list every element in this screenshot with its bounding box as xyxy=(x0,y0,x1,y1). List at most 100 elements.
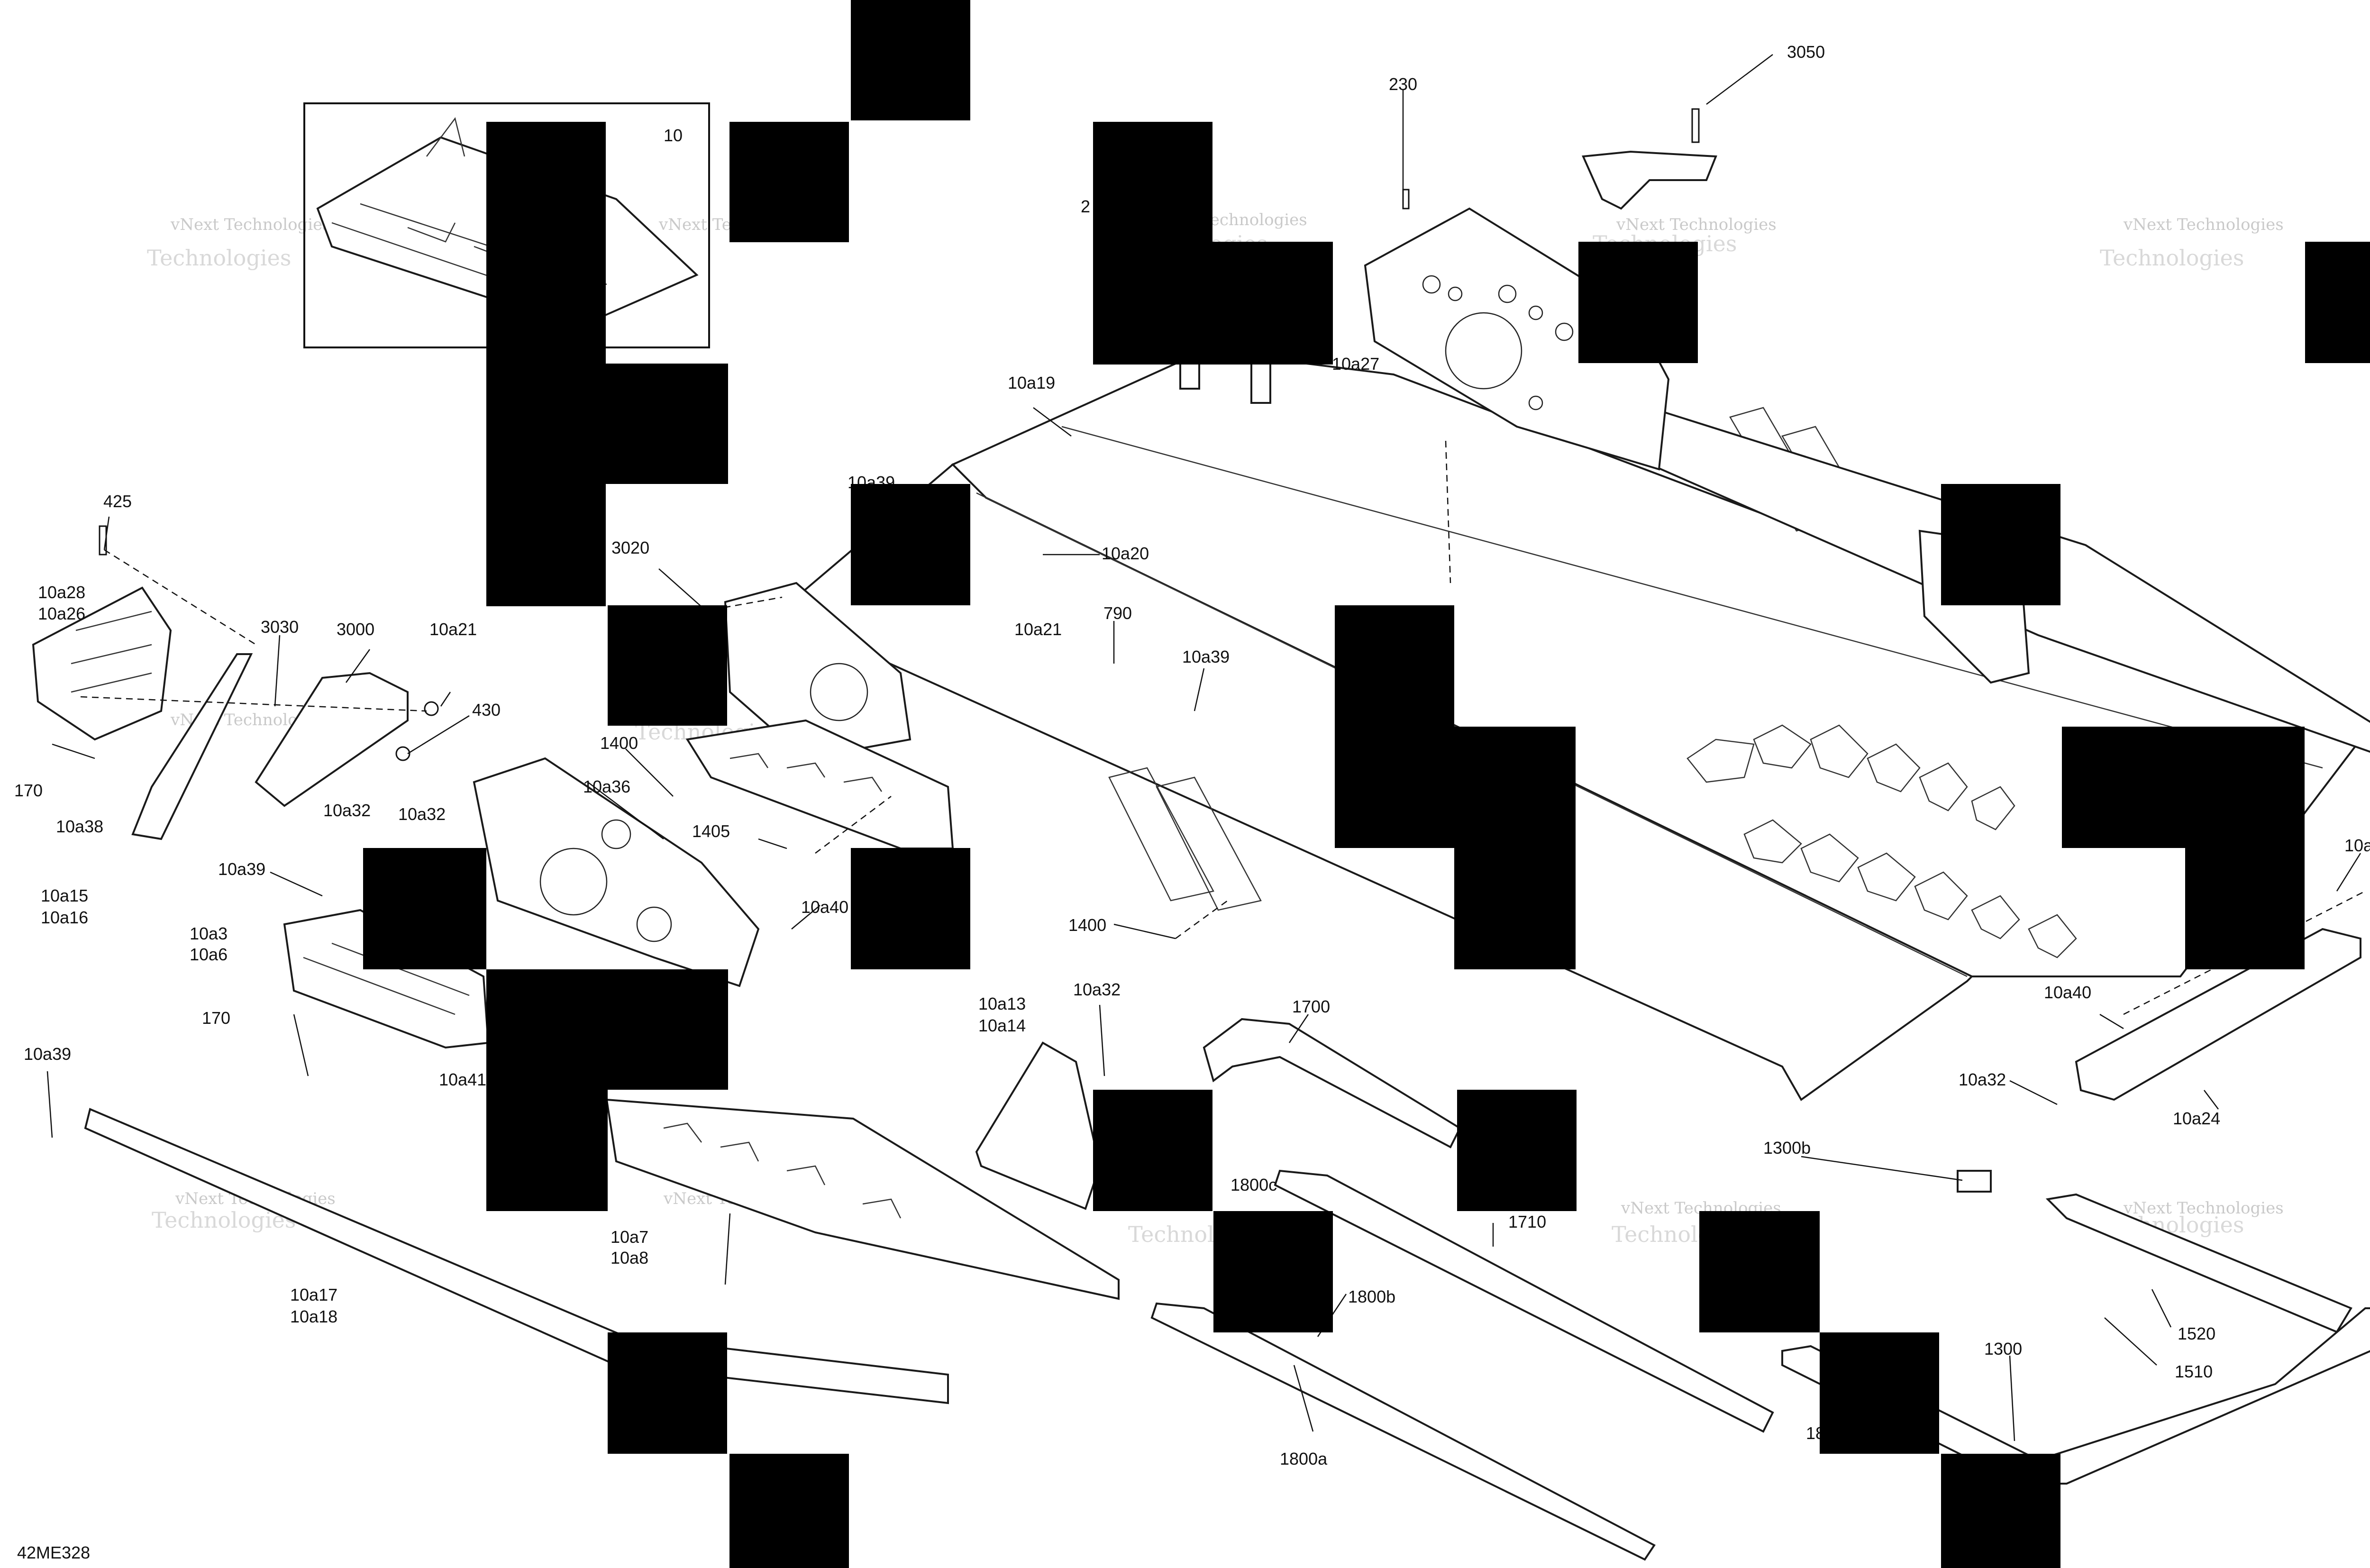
callout-10a6: 10a6 xyxy=(190,945,228,964)
callout-1405: 1405 xyxy=(692,821,730,841)
callout-1700: 1700 xyxy=(1292,997,1330,1016)
front-left-parts xyxy=(32,525,954,1049)
redaction-block xyxy=(1335,605,1454,848)
callout-1400: 1400 xyxy=(600,733,638,753)
clip-1300b xyxy=(1957,1170,1992,1193)
callout-10a7: 10a7 xyxy=(611,1227,648,1247)
callout-10a21: 10a21 xyxy=(1014,620,1062,639)
callout-170: 170 xyxy=(202,1008,230,1028)
callout-10a20: 10a20 xyxy=(1102,544,1149,563)
redaction-blocks xyxy=(363,0,2370,1568)
callout-1510: 1510 xyxy=(2175,1362,2213,1381)
redaction-block xyxy=(851,0,970,120)
step-3000 xyxy=(255,672,409,807)
redaction-block xyxy=(363,848,486,969)
callout-10a27: 10a27 xyxy=(1332,354,1379,374)
watermark-text: vNext Technologies xyxy=(2123,215,2284,234)
callout-10a28: 10a28 xyxy=(38,583,85,602)
redaction-block xyxy=(1578,242,1698,363)
callout-10a16: 10a16 xyxy=(41,908,88,927)
callout-10a18: 10a18 xyxy=(290,1307,337,1326)
callout-10a36: 10a36 xyxy=(583,777,630,796)
rail-1700 xyxy=(1203,1018,1461,1149)
callout-10a41: 10a41 xyxy=(439,1070,486,1089)
watermark-text: Technologies xyxy=(147,245,291,271)
seat-bracket-3050 xyxy=(1582,150,1717,210)
redaction-block xyxy=(851,848,970,969)
callout-425: 425 xyxy=(103,492,132,511)
rear-bumper-10a24 xyxy=(2075,928,2361,1101)
redaction-block xyxy=(486,1090,608,1211)
callout-1300: 1300 xyxy=(1984,1339,2022,1358)
callout-10a39: 10a39 xyxy=(1182,647,1230,666)
tunnel-cutouts xyxy=(1686,724,2077,958)
callout-10a19: 10a19 xyxy=(1008,373,1055,392)
redaction-block xyxy=(608,1332,727,1454)
redaction-block xyxy=(2185,848,2305,969)
callout-1710: 1710 xyxy=(1508,1212,1546,1231)
callout-3000: 3000 xyxy=(337,620,374,639)
callout-1520: 1520 xyxy=(2178,1324,2215,1343)
running-board-10a7 xyxy=(605,1098,1120,1300)
leader-lines xyxy=(46,54,2366,1441)
callout-1800c: 1800c xyxy=(1231,1175,1277,1194)
callout-10a38: 10a38 xyxy=(56,817,103,836)
callout-10a26: 10a26 xyxy=(38,604,85,623)
redaction-block xyxy=(486,969,728,1090)
callout-10a32: 10a32 xyxy=(323,801,371,820)
redaction-block xyxy=(729,1454,849,1568)
bumper-arm xyxy=(2045,1193,2352,1333)
footrest-10a28 xyxy=(32,586,172,741)
callout-1400: 1400 xyxy=(1068,915,1106,935)
callout-10a14: 10a14 xyxy=(978,1016,1026,1035)
callout-3050: 3050 xyxy=(1787,42,1825,62)
redaction-block xyxy=(1212,242,1333,365)
redaction-block xyxy=(1941,484,2060,605)
redaction-block xyxy=(2062,727,2305,848)
redaction-block xyxy=(1093,1090,1212,1211)
callout-230: 230 xyxy=(1389,74,1417,94)
callout-3030: 3030 xyxy=(261,617,299,637)
brace-10a15 xyxy=(131,653,253,840)
redaction-block xyxy=(1941,1454,2060,1568)
rail-1800a xyxy=(1150,1302,1656,1561)
watermark-text: vNext Technologies xyxy=(2123,1199,2284,1218)
watermark-text: Technologies xyxy=(2100,245,2244,271)
callout-3020: 3020 xyxy=(611,538,649,557)
callout-inset: 10 xyxy=(664,126,683,145)
callout-10a40: 10a40 xyxy=(2044,983,2091,1002)
callout-430: 430 xyxy=(472,700,501,720)
front-plate-10a36 xyxy=(473,757,760,987)
redaction-block xyxy=(1454,727,1576,969)
front-plate-upper xyxy=(724,582,912,760)
redaction-block xyxy=(1457,1090,1577,1211)
callout-10a39: 10a39 xyxy=(218,859,265,879)
callout-10a8: 10a8 xyxy=(611,1248,648,1267)
redaction-block xyxy=(608,605,727,726)
redaction-block xyxy=(1093,122,1212,365)
callout-10a13: 10a13 xyxy=(978,994,1026,1013)
callout-2: 2 xyxy=(1081,197,1090,216)
callout-10a24: 10a24 xyxy=(2173,1109,2220,1128)
figure-code: 42ME328 xyxy=(17,1543,90,1562)
bracket-10a13 xyxy=(975,1041,1101,1210)
callout-790: 790 xyxy=(1103,603,1132,623)
watermark-text: vNext Technologies xyxy=(1616,215,1777,234)
callout-10a21: 10a21 xyxy=(429,620,477,639)
callout-1300b: 1300b xyxy=(1763,1138,1811,1158)
callout-10a39: 10a39 xyxy=(24,1044,71,1064)
redaction-block xyxy=(1699,1211,1820,1332)
redaction-block xyxy=(486,122,606,606)
redaction-block xyxy=(851,484,970,605)
callout-10a3: 10a3 xyxy=(190,924,228,943)
rail-1800b xyxy=(1274,1169,1774,1433)
redaction-block xyxy=(1213,1211,1333,1332)
callout-1800b: 1800b xyxy=(1348,1287,1395,1306)
callout-10a32: 10a32 xyxy=(1959,1070,2006,1089)
watermark-text: vNext Technologies xyxy=(170,215,331,234)
redaction-block xyxy=(1820,1332,1939,1454)
callout-10a40: 10a40 xyxy=(2344,836,2370,855)
redaction-block xyxy=(729,122,849,242)
callout-10a15: 10a15 xyxy=(41,886,88,905)
callout-10a17: 10a17 xyxy=(290,1285,337,1304)
